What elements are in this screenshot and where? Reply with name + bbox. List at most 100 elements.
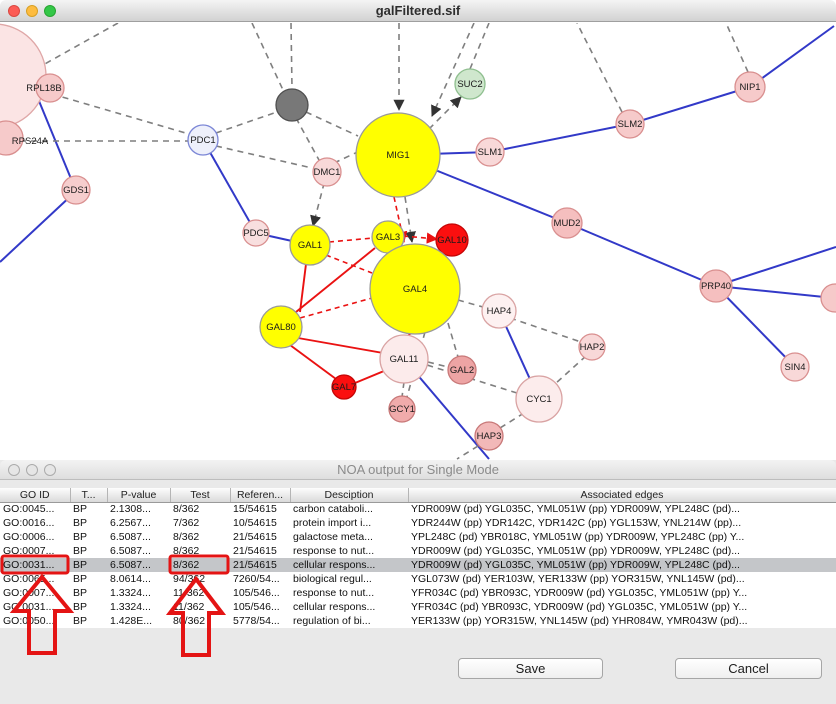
network-edge[interactable]: [0, 192, 75, 263]
table-cell[interactable]: 6.5087...: [107, 558, 170, 572]
table-cell[interactable]: GO:0031...: [0, 558, 70, 572]
table-cell[interactable]: YPL248C (pd) YBR018C, YML051W (pp) YDR00…: [411, 531, 745, 543]
close-icon[interactable]: [8, 4, 20, 17]
column-header[interactable]: GO ID: [0, 488, 71, 503]
network-node[interactable]: [820, 283, 836, 313]
network-edge[interactable]: [289, 344, 337, 380]
network-edge[interactable]: [469, 23, 490, 70]
table-cell[interactable]: 8/362: [170, 558, 230, 572]
network-node-sin4[interactable]: [780, 352, 810, 382]
table-cell[interactable]: 7260/54...: [233, 573, 280, 585]
save-button[interactable]: Save: [458, 658, 603, 679]
network-edge[interactable]: [215, 145, 313, 169]
network-edge[interactable]: [354, 370, 385, 384]
network-node-rps24a[interactable]: [0, 120, 24, 156]
column-header[interactable]: P-value: [107, 488, 171, 503]
table-cell[interactable]: response to nut...: [293, 587, 375, 599]
table-cell[interactable]: 10/54615: [233, 517, 277, 529]
network-node-mig1[interactable]: [355, 112, 441, 198]
minimize-icon[interactable]: [26, 463, 38, 476]
table-cell[interactable]: carbon cataboli...: [293, 503, 373, 516]
network-node-hap2[interactable]: [578, 333, 606, 361]
network-node-gal4[interactable]: [369, 243, 461, 335]
network-edge[interactable]: [215, 111, 278, 134]
network-node-gal11[interactable]: [379, 334, 429, 384]
network-edge[interactable]: [325, 254, 373, 274]
table-cell[interactable]: YFR034C (pd) YBR093C, YDR009W (pd) YGL03…: [411, 587, 748, 599]
network-edge[interactable]: [499, 412, 525, 429]
network-node-pdc5[interactable]: [242, 219, 270, 247]
network-edge[interactable]: [299, 263, 307, 313]
network-edge[interactable]: [51, 93, 190, 135]
table-cell[interactable]: 21/54615: [230, 558, 290, 572]
table-cell[interactable]: 80/362: [173, 615, 206, 627]
network-node-mud2[interactable]: [551, 207, 583, 239]
table-cell[interactable]: cellular respons...: [293, 601, 376, 613]
table-cell[interactable]: 2.1308...: [110, 503, 151, 516]
table-cell[interactable]: BP: [73, 531, 88, 543]
table-cell[interactable]: 105/546...: [233, 587, 280, 599]
table-cell[interactable]: 21/54615: [233, 545, 277, 557]
table-cell[interactable]: 6.5087...: [110, 545, 151, 557]
cancel-button[interactable]: Cancel: [675, 658, 822, 679]
network-node-pdc1[interactable]: [187, 124, 219, 156]
network-edge[interactable]: [715, 285, 835, 299]
network-node-gal1[interactable]: [289, 224, 331, 266]
network-edge[interactable]: [305, 111, 359, 137]
table-cell[interactable]: GO:0065...: [3, 573, 55, 585]
table-cell[interactable]: 8/362: [173, 545, 200, 557]
network-edge[interactable]: [715, 246, 836, 287]
network-edge[interactable]: [202, 139, 257, 234]
close-icon[interactable]: [8, 463, 20, 476]
table-cell[interactable]: YDR009W (pd) YGL035C, YML051W (pp) YDR00…: [408, 558, 836, 572]
table-cell[interactable]: BP: [73, 503, 88, 516]
network-edge[interactable]: [33, 23, 119, 71]
network-edge[interactable]: [554, 355, 587, 385]
minimize-icon[interactable]: [26, 4, 38, 17]
table-cell[interactable]: BP: [73, 545, 88, 557]
table-cell[interactable]: YER133W (pp) YOR315W, YNL145W (pd) YHR08…: [411, 615, 748, 627]
zoom-icon[interactable]: [44, 463, 56, 476]
network-node-gal7[interactable]: [331, 374, 357, 400]
network-edge[interactable]: [251, 23, 284, 91]
network-edge[interactable]: [576, 23, 623, 113]
table-cell[interactable]: 8/362: [173, 531, 200, 543]
table-cell[interactable]: 11/362: [173, 587, 205, 599]
table-cell[interactable]: 94/362: [173, 573, 206, 585]
network-edge[interactable]: [428, 96, 462, 130]
table-cell[interactable]: YDR244W (pp) YDR142C, YDR142C (pp) YGL15…: [411, 517, 742, 529]
network-node[interactable]: [0, 23, 47, 129]
column-header[interactable]: Associated edges: [408, 488, 836, 503]
network-node-prp40[interactable]: [699, 269, 733, 303]
network-edge[interactable]: [489, 123, 631, 153]
network-edge[interactable]: [427, 361, 449, 368]
table-cell[interactable]: GO:0050...: [3, 615, 55, 627]
table-cell[interactable]: YDR009W (pd) YGL035C, YML051W (pp) YDR00…: [411, 503, 740, 516]
table-cell[interactable]: 8/362: [173, 503, 200, 516]
network-node-rpl18b[interactable]: [35, 73, 65, 103]
table-cell[interactable]: BP: [73, 517, 88, 529]
table-cell[interactable]: GO:0031...: [3, 601, 55, 613]
network-edge[interactable]: [456, 445, 479, 460]
table-cell[interactable]: YFR034C (pd) YBR093C, YDR009W (pd) YGL03…: [411, 601, 748, 613]
table-cell[interactable]: response to nut...: [293, 545, 375, 557]
network-node-suc2[interactable]: [454, 68, 486, 100]
table-cell[interactable]: 6.5087...: [110, 531, 151, 543]
table-cell[interactable]: YDR009W (pd) YGL035C, YML051W (pp) YDR00…: [411, 545, 740, 557]
network-node-gal80[interactable]: [259, 305, 303, 349]
network-edge[interactable]: [299, 297, 373, 319]
network-edge[interactable]: [629, 86, 751, 125]
table-cell[interactable]: 7/362: [173, 517, 200, 529]
table-cell[interactable]: 1.428E...: [110, 615, 153, 627]
table-cell[interactable]: BP: [73, 615, 88, 627]
network-node-cyc1[interactable]: [515, 375, 563, 423]
column-header[interactable]: Test: [170, 488, 231, 503]
network-edge[interactable]: [566, 222, 717, 287]
network-node-gcy1[interactable]: [388, 395, 416, 423]
